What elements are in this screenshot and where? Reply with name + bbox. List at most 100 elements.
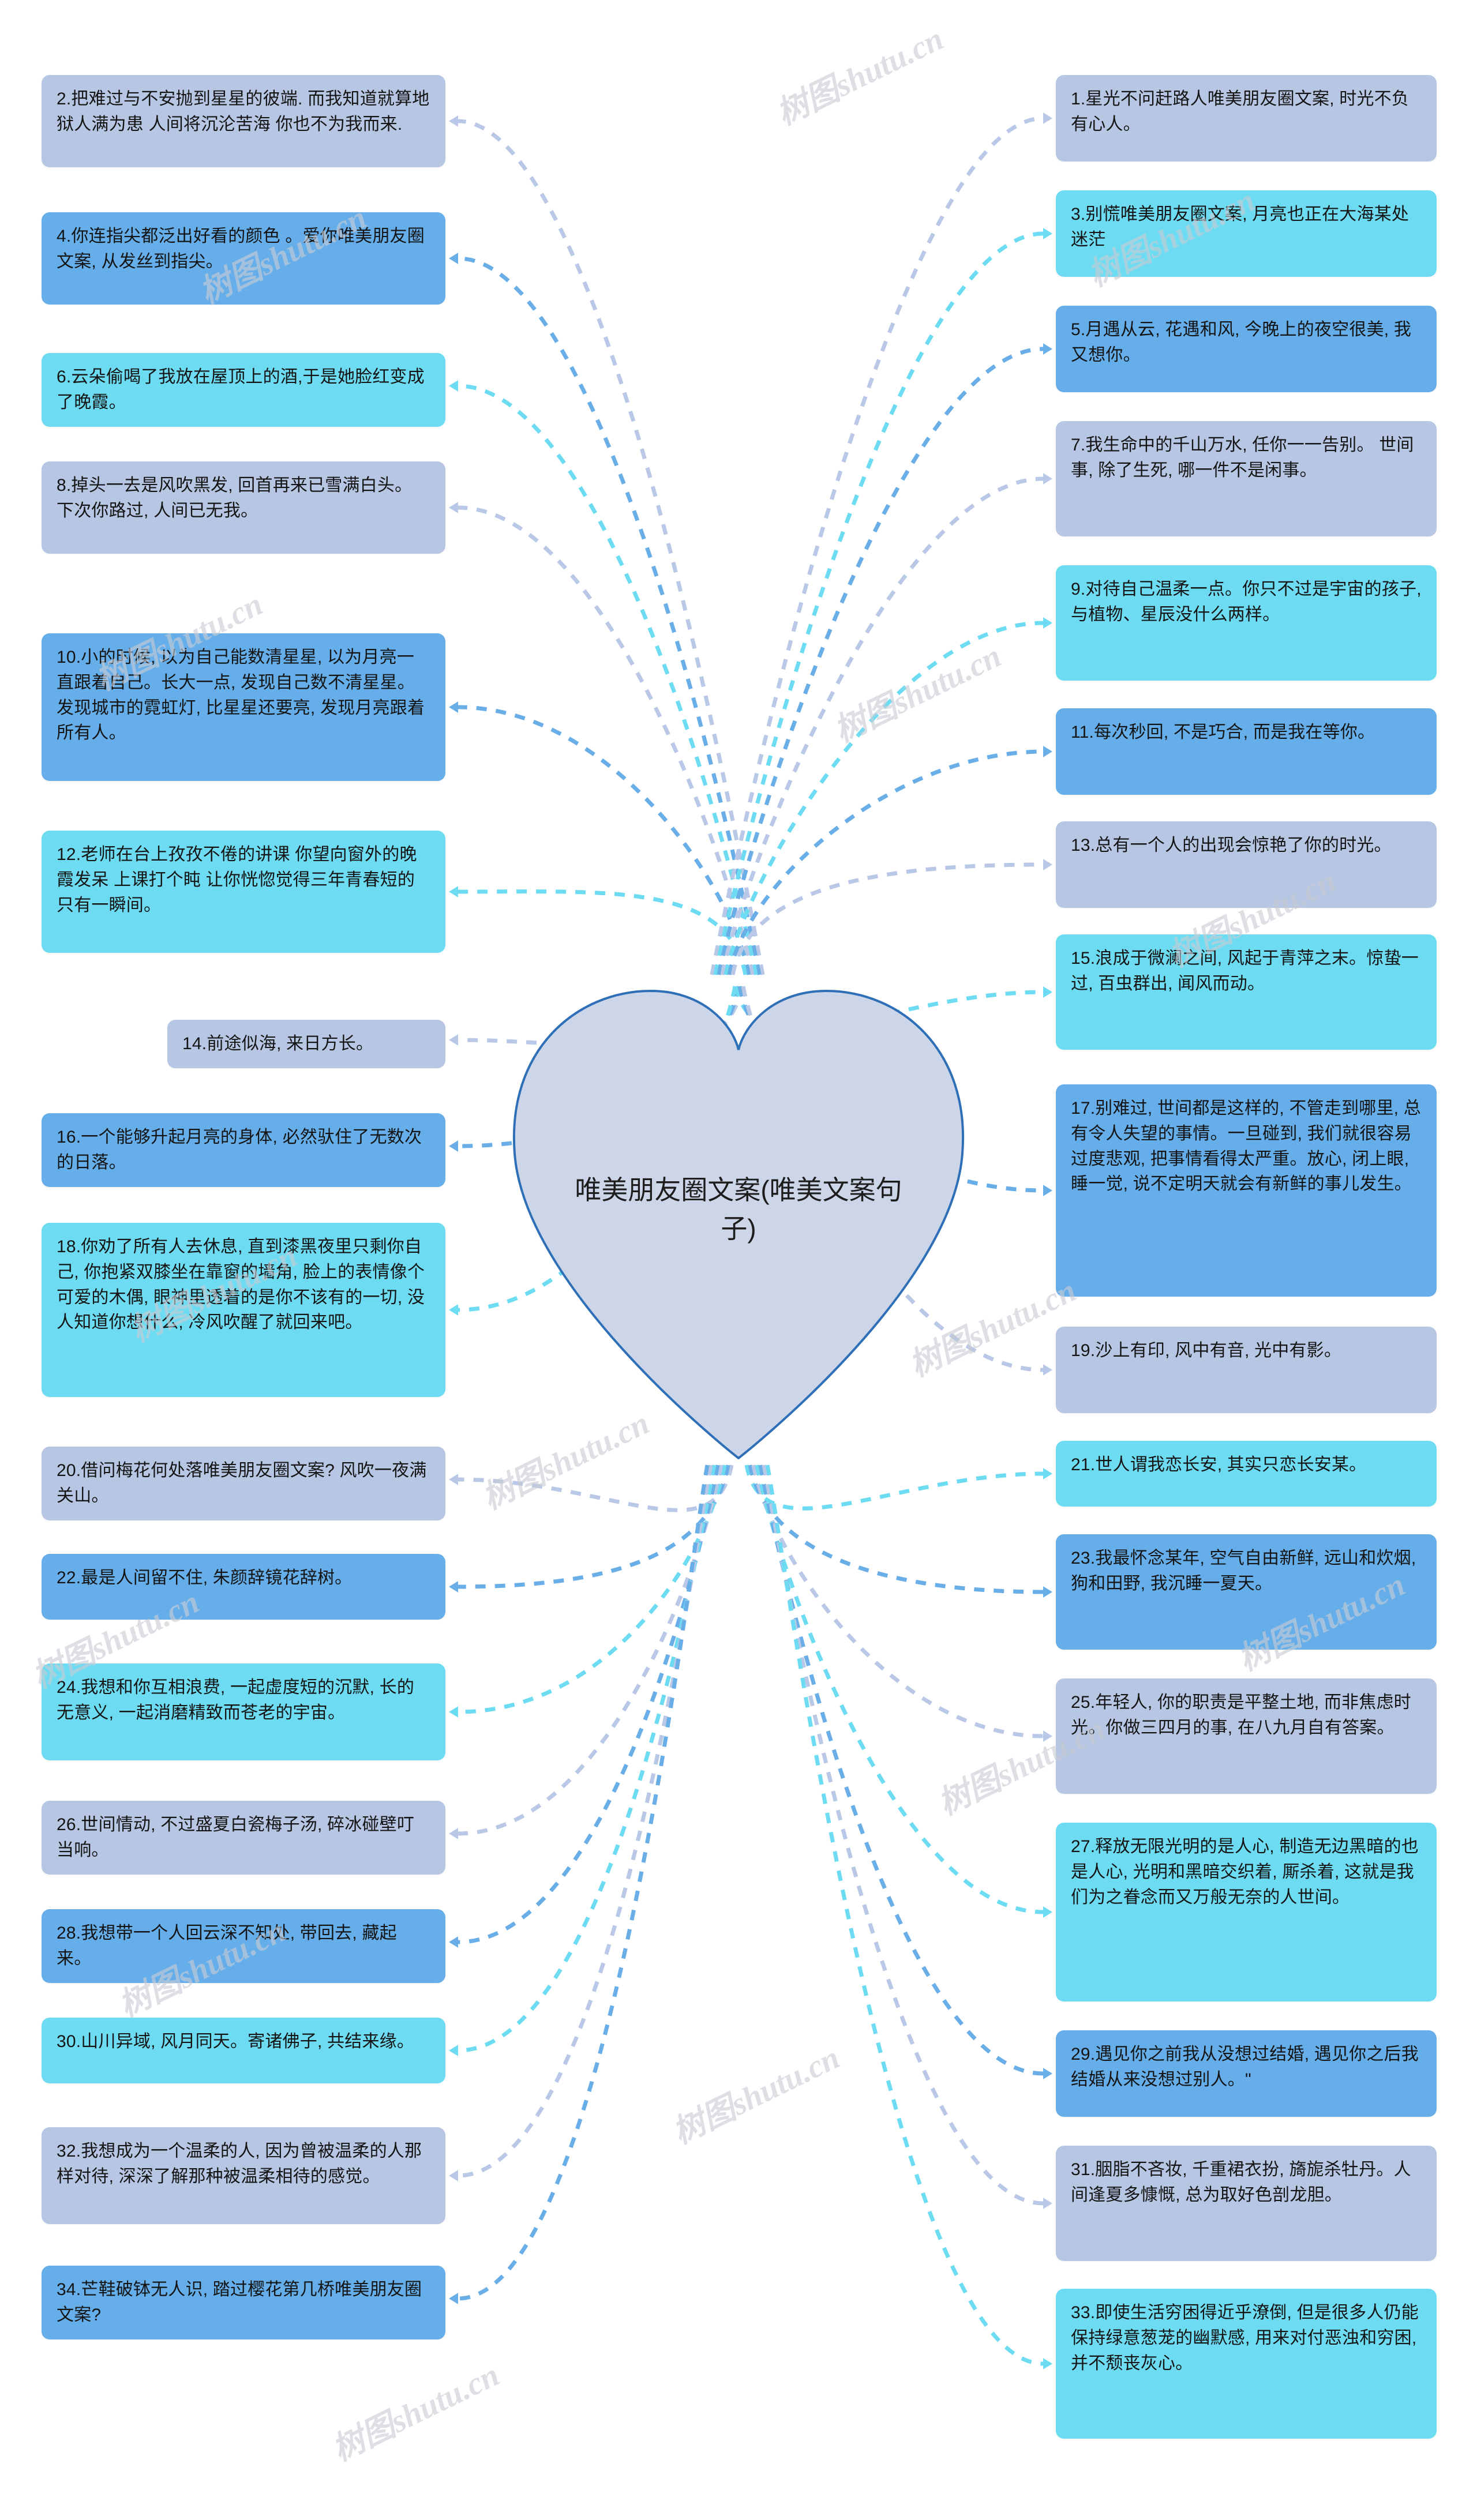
connector-line-34 [458, 1464, 710, 2301]
connector-line-2 [458, 119, 765, 975]
connector-line-31 [762, 1464, 1044, 2206]
connector-line-10 [458, 705, 751, 975]
topic-node-label: 27.释放无限光明的是人心, 制造无边黑暗的也是人心, 光明和黑暗交织着, 厮杀… [1071, 1837, 1419, 1907]
connector-arrow-17 [1043, 1185, 1052, 1196]
connector-arrow-34 [449, 2293, 458, 2304]
topic-node-32[interactable]: 32.我想成为一个温柔的人, 因为曾被温柔的人那样对待, 深深了解那种被温柔相待… [42, 2127, 445, 2224]
connector-line-22 [458, 1464, 730, 1589]
connector-arrow-12 [449, 886, 458, 897]
topic-node-label: 11.每次秒回, 不是巧合, 而是我在等你。 [1071, 723, 1375, 742]
connector-arrow-19 [1043, 1364, 1052, 1376]
connector-arrow-30 [449, 2045, 458, 2056]
topic-node-31[interactable]: 31.胭脂不吝妆, 千重裙衣扮, 旖旎杀牡丹。人间逢夏多慷慨, 总为取好色剖龙胆… [1056, 2146, 1437, 2261]
connector-arrow-5 [1043, 343, 1052, 355]
connector-arrow-33 [1043, 2358, 1052, 2369]
topic-node-8[interactable]: 8.掉头一去是风吹黑发, 回首再来已雪满白头。 下次你路过, 人间已无我。 [42, 461, 445, 554]
connector-line-30 [458, 1464, 717, 2053]
topic-node-label: 14.前途似海, 来日方长。 [182, 1034, 374, 1053]
connector-line-3 [713, 231, 1044, 975]
topic-node-label: 7.我生命中的千山万水, 任你一一告别。 世间事, 除了生死, 哪一件不是闲事。 [1071, 435, 1414, 480]
connector-arrow-21 [1043, 1468, 1052, 1479]
connector-line-12 [458, 889, 748, 975]
topic-node-label: 31.胭脂不吝妆, 千重裙衣扮, 旖旎杀牡丹。人间逢夏多慷慨, 总为取好色剖龙胆… [1071, 2160, 1411, 2204]
topic-node-label: 2.把难过与不安抛到星星的彼端. 而我知道就算地狱人满为患 人间将沉沦苦海 你也… [57, 89, 430, 134]
topic-node-4[interactable]: 4.你连指尖都泛出好看的颜色 。爱你唯美朋友圈文案, 从发丝到指尖。 [42, 212, 445, 305]
connector-arrow-13 [1043, 859, 1052, 870]
topic-node-label: 23.我最怀念某年, 空气自由新鲜, 远山和炊烟, 狗和田野, 我沉睡一夏天。 [1071, 1549, 1416, 1593]
topic-node-label: 16.一个能够升起月亮的身体, 必然驮住了无数次的日落。 [57, 1128, 422, 1172]
topic-node-label: 1.星光不问赶路人唯美朋友圈文案, 时光不负有心人。 [1071, 89, 1409, 134]
topic-node-label: 13.总有一个人的出现会惊艳了你的时光。 [1071, 836, 1392, 855]
connector-line-23 [748, 1464, 1044, 1594]
connector-line-7 [720, 476, 1044, 975]
connector-arrow-7 [1043, 473, 1052, 485]
topic-node-label: 19.沙上有印, 风中有音, 光中有影。 [1071, 1341, 1342, 1360]
topic-node-label: 3.别慌唯美朋友圈文案, 月亮也正在大海某处迷茫 [1071, 205, 1409, 249]
topic-node-33[interactable]: 33.即使生活穷困得近乎潦倒, 但是很多人仍能保持绿意葱茏的幽默感, 用来对付恶… [1056, 2289, 1437, 2439]
topic-node-7[interactable]: 7.我生命中的千山万水, 任你一一告别。 世间事, 除了生死, 哪一件不是闲事。 [1056, 421, 1437, 536]
topic-node-3[interactable]: 3.别慌唯美朋友圈文案, 月亮也正在大海某处迷茫 [1056, 190, 1437, 277]
topic-node-6[interactable]: 6.云朵偷喝了我放在屋顶上的酒,于是她脸红变成了晚霞。 [42, 353, 445, 427]
topic-node-5[interactable]: 5.月遇从云, 花遇和风, 今晚上的夜空很美, 我又想你。 [1056, 306, 1437, 392]
topic-node-23[interactable]: 23.我最怀念某年, 空气自由新鲜, 远山和炊烟, 狗和田野, 我沉睡一夏天。 [1056, 1534, 1437, 1650]
topic-node-14[interactable]: 14.前途似海, 来日方长。 [167, 1020, 445, 1068]
connector-line-8 [458, 505, 755, 975]
topic-node-label: 24.我想和你互相浪费, 一起虚度短的沉默, 长的无意义, 一起消磨精致而苍老的… [57, 1678, 415, 1722]
connector-line-13 [730, 862, 1044, 975]
connector-line-20 [458, 1464, 734, 1512]
connector-arrow-29 [1043, 2068, 1052, 2079]
connector-arrow-31 [1043, 2198, 1052, 2209]
topic-node-21[interactable]: 21.世人谓我恋长安, 其实只恋长安某。 [1056, 1441, 1437, 1507]
topic-node-label: 25.年轻人, 你的职责是平整土地, 而非焦虑时光。你做三四月的事, 在八九月自… [1071, 1693, 1411, 1737]
topic-node-29[interactable]: 29.遇见你之前我从没想过结婚, 遇见你之后我结婚从来没想过别人。" [1056, 2030, 1437, 2117]
central-topic-label: 唯美朋友圈文案(唯美文案句子) [575, 1175, 902, 1244]
topic-node-label: 6.云朵偷喝了我放在屋顶上的酒,于是她脸红变成了晚霞。 [57, 367, 425, 412]
topic-node-11[interactable]: 11.每次秒回, 不是巧合, 而是我在等你。 [1056, 708, 1437, 795]
central-topic[interactable]: 唯美朋友圈文案(唯美文案句子) [508, 981, 969, 1459]
connector-arrow-25 [1043, 1730, 1052, 1742]
connector-line-11 [727, 749, 1044, 975]
connector-line-24 [458, 1464, 727, 1714]
topic-node-16[interactable]: 16.一个能够升起月亮的身体, 必然驮住了无数次的日落。 [42, 1113, 445, 1187]
connector-arrow-3 [1043, 228, 1052, 239]
topic-node-1[interactable]: 1.星光不问赶路人唯美朋友圈文案, 时光不负有心人。 [1056, 75, 1437, 162]
connector-line-5 [717, 347, 1044, 975]
topic-node-22[interactable]: 22.最是人间留不住, 朱颜辞镜花辞树。 [42, 1554, 445, 1620]
connector-line-28 [458, 1464, 720, 1944]
connector-arrow-14 [449, 1034, 458, 1046]
connector-arrow-22 [449, 1581, 458, 1593]
topic-node-27[interactable]: 27.释放无限光明的是人心, 制造无边黑暗的也是人心, 光明和黑暗交织着, 厮杀… [1056, 1823, 1437, 2001]
topic-node-26[interactable]: 26.世间情动, 不过盛夏白瓷梅子汤, 碎冰碰壁叮当响。 [42, 1801, 445, 1875]
connector-line-9 [723, 621, 1044, 975]
topic-node-label: 32.我想成为一个温柔的人, 因为曾被温柔的人那样对待, 深深了解那种被温柔相待… [57, 2142, 422, 2186]
topic-node-15[interactable]: 15.浪成于微澜之间, 风起于青萍之末。惊蛰一过, 百虫群出, 闻风而动。 [1056, 934, 1437, 1050]
connector-line-1 [710, 116, 1044, 975]
connector-arrow-2 [449, 115, 458, 127]
topic-node-10[interactable]: 10.小的时候, 以为自己能数清星星, 以为月亮一直跟着自己。长大一点, 发现自… [42, 633, 445, 781]
topic-node-label: 20.借问梅花何处落唯美朋友圈文案? 风吹一夜满关山。 [57, 1461, 427, 1505]
connector-line-4 [458, 256, 762, 975]
topic-node-label: 5.月遇从云, 花遇和风, 今晚上的夜空很美, 我又想你。 [1071, 320, 1412, 365]
connector-arrow-20 [449, 1474, 458, 1485]
topic-node-30[interactable]: 30.山川异域, 风月同天。寄诸佛子, 共结来缘。 [42, 2018, 445, 2083]
topic-node-label: 9.对待自己温柔一点。你只不过是宇宙的孩子, 与植物、星辰没什么两样。 [1071, 580, 1422, 624]
topic-node-label: 18.你劝了所有人去休息, 直到漆黑夜里只剩你自己, 你抱紧双膝坐在靠窗的墙角,… [57, 1237, 425, 1332]
topic-node-2[interactable]: 2.把难过与不安抛到星星的彼端. 而我知道就算地狱人满为患 人间将沉沦苦海 你也… [42, 75, 445, 167]
connector-arrow-9 [1043, 617, 1052, 629]
topic-node-13[interactable]: 13.总有一个人的出现会惊艳了你的时光。 [1056, 821, 1437, 908]
topic-node-20[interactable]: 20.借问梅花何处落唯美朋友圈文案? 风吹一夜满关山。 [42, 1447, 445, 1520]
topic-node-9[interactable]: 9.对待自己温柔一点。你只不过是宇宙的孩子, 与植物、星辰没什么两样。 [1056, 565, 1437, 681]
topic-node-24[interactable]: 24.我想和你互相浪费, 一起虚度短的沉默, 长的无意义, 一起消磨精致而苍老的… [42, 1663, 445, 1760]
topic-node-25[interactable]: 25.年轻人, 你的职责是平整土地, 而非焦虑时光。你做三四月的事, 在八九月自… [1056, 1678, 1437, 1794]
connector-arrow-8 [449, 502, 458, 513]
connector-arrow-15 [1043, 986, 1052, 998]
topic-node-18[interactable]: 18.你劝了所有人去休息, 直到漆黑夜里只剩你自己, 你抱紧双膝坐在靠窗的墙角,… [42, 1223, 445, 1397]
topic-node-34[interactable]: 34.芒鞋破钵无人识, 踏过樱花第几桥唯美朋友圈文案? [42, 2266, 445, 2339]
topic-node-label: 33.即使生活穷困得近乎潦倒, 但是很多人仍能保持绿意葱茏的幽默感, 用来对付恶… [1071, 2303, 1419, 2373]
topic-node-28[interactable]: 28.我想带一个人回云深不知处, 带回去, 藏起来。 [42, 1909, 445, 1983]
topic-node-19[interactable]: 19.沙上有印, 风中有音, 光中有影。 [1056, 1327, 1437, 1413]
topic-node-12[interactable]: 12.老师在台上孜孜不倦的讲课 你望向窗外的晚霞发呆 上课打个盹 让你恍惚觉得三… [42, 831, 445, 953]
topic-node-label: 12.老师在台上孜孜不倦的讲课 你望向窗外的晚霞发呆 上课打个盹 让你恍惚觉得三… [57, 845, 417, 915]
topic-node-17[interactable]: 17.别难过, 世间都是这样的, 不管走到哪里, 总有令人失望的事情。一旦碰到,… [1056, 1084, 1437, 1297]
